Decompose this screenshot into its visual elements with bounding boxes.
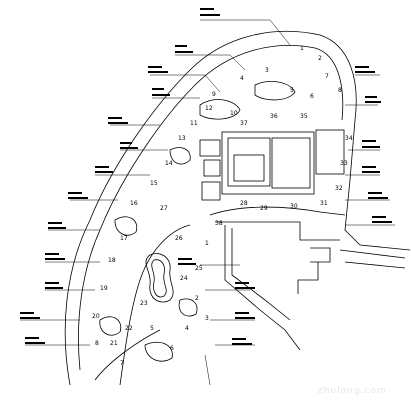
path-f xyxy=(94,329,161,381)
plant-number: 19 xyxy=(100,285,108,292)
contour-7 xyxy=(144,341,173,362)
steps-right-2 xyxy=(339,249,406,269)
plant-number: 15 xyxy=(150,180,158,187)
contour-1 xyxy=(199,99,241,120)
plant-number: 35 xyxy=(300,113,308,120)
plant-number: 28 xyxy=(240,200,248,207)
plant-number: 10 xyxy=(230,110,238,117)
pavilion-west-c xyxy=(201,181,221,201)
pavilion-inner xyxy=(227,137,271,187)
pavilion-west-b xyxy=(203,159,221,177)
plant-number: 37 xyxy=(240,120,248,127)
plant-number: 16 xyxy=(130,200,138,207)
pond-outline xyxy=(145,253,174,303)
plant-number-labels: 1234567891011121314151617181920212223242… xyxy=(92,45,353,367)
callout-label-blocks xyxy=(20,8,392,345)
contour-2 xyxy=(254,81,296,101)
plant-number: 2 xyxy=(318,55,322,62)
plant-number: 1 xyxy=(300,45,304,52)
plant-number: 20 xyxy=(92,313,100,320)
plant-number: 4 xyxy=(240,75,244,82)
plant-number: 3 xyxy=(205,315,209,322)
plant-number: 3 xyxy=(265,67,269,74)
plant-number: 14 xyxy=(165,160,173,167)
plant-number: 9 xyxy=(212,91,216,98)
watermark: zhulong.com xyxy=(318,386,387,396)
plant-number: 1 xyxy=(205,240,209,247)
inner-boundary xyxy=(78,45,344,371)
plant-number: 31 xyxy=(320,200,328,207)
leader-lines xyxy=(20,19,395,386)
contour-6 xyxy=(178,298,198,317)
plant-number: 18 xyxy=(108,257,116,264)
plant-number: 6 xyxy=(310,93,314,100)
plant-number: 8 xyxy=(338,87,342,94)
plant-number: 33 xyxy=(340,160,348,167)
pavilion-east xyxy=(271,137,311,189)
site-boundary xyxy=(64,30,411,386)
plant-number: 4 xyxy=(185,325,189,332)
plant-number: 22 xyxy=(125,325,133,332)
plant-number: 13 xyxy=(178,135,186,142)
plant-number: 27 xyxy=(160,205,168,212)
path-b xyxy=(215,221,340,241)
path-d xyxy=(231,228,291,321)
plant-number: 12 xyxy=(205,105,213,112)
feature-box xyxy=(315,129,345,175)
plant-number: 26 xyxy=(175,235,183,242)
plant-number: 21 xyxy=(110,340,118,347)
plant-number: 11 xyxy=(190,120,198,127)
plant-number: 8 xyxy=(95,340,99,347)
plant-number: 17 xyxy=(120,235,128,242)
plant-number: 2 xyxy=(195,295,199,302)
plant-number: 30 xyxy=(290,203,298,210)
plant-number: 5 xyxy=(290,87,294,94)
plant-number: 24 xyxy=(180,275,188,282)
plant-number: 7 xyxy=(325,73,329,80)
pond-inner xyxy=(151,259,167,298)
plant-number: 29 xyxy=(260,205,268,212)
pavilion-west-a xyxy=(199,139,221,157)
plant-number: 5 xyxy=(150,325,154,332)
contour-4 xyxy=(114,216,138,236)
plant-number: 6 xyxy=(170,345,174,352)
plant-number: 34 xyxy=(345,135,353,142)
path-a xyxy=(209,206,346,216)
plant-number: 23 xyxy=(140,300,148,307)
plant-number: 38 xyxy=(215,220,223,227)
plant-number: 32 xyxy=(335,185,343,192)
plant-number: 36 xyxy=(270,113,278,120)
plant-number: 7 xyxy=(120,360,124,367)
contour-5 xyxy=(99,316,122,336)
path-c xyxy=(224,225,301,351)
steps-right xyxy=(297,247,331,294)
contour-3 xyxy=(169,147,191,165)
pavilion-core xyxy=(233,154,265,182)
path-e xyxy=(119,224,191,386)
plant-number: 25 xyxy=(195,265,203,272)
pavilion-outer xyxy=(221,131,315,195)
